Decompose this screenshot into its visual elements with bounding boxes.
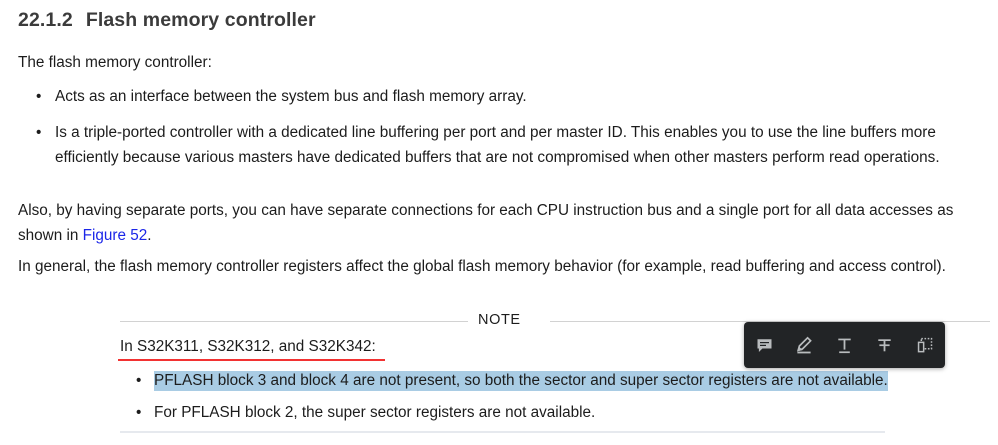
snapshot-button[interactable] [910,329,940,361]
list-item-text: Acts as an interface between the system … [55,88,527,105]
intro-paragraph: The flash memory controller: [18,54,212,71]
list-item: • For PFLASH block 2, the super sector r… [136,400,990,425]
note-lead-label: In S32K311, S32K312, and S32K342: [120,338,376,355]
bullet-glyph: • [136,404,142,421]
page-title: 22.1.2 Flash memory controller [18,9,316,32]
figure-52-link[interactable]: Figure 52 [82,227,148,244]
list-item: • Is a triple-ported controller with a d… [36,120,970,170]
list-item-text: For PFLASH block 2, the super sector reg… [154,404,596,421]
underline-button[interactable] [829,329,859,361]
list-item: • Acts as an interface between the syste… [36,84,527,109]
note-rule-right [550,321,990,322]
list-item-text: Is a triple-ported controller with a ded… [55,124,940,166]
list-item: • PFLASH block 3 and block 4 are not pre… [136,368,990,393]
note-label: NOTE [478,312,521,328]
annotation-toolbar[interactable] [744,322,945,368]
paragraph-also-text-before: Also, by having separate ports, you can … [18,202,954,244]
section-title: Flash memory controller [85,9,316,31]
underline-icon [835,336,854,355]
note-lead-text: In S32K311, S32K312, and S32K342: [118,335,385,361]
section-number: 22.1.2 [18,9,73,31]
bottom-divider [120,431,885,433]
note-divider: NOTE [120,312,990,330]
highlight-icon [794,335,814,355]
intro-bullet-list-item-1: • Acts as an interface between the syste… [36,84,527,109]
strikethrough-button[interactable] [870,329,900,361]
snapshot-icon [915,336,934,355]
note-block: NOTE In S32K311, S32K312, and S32K342: •… [118,312,990,421]
intro-bullet-list-item-2: • Is a triple-ported controller with a d… [36,120,970,170]
highlight-button[interactable] [789,329,819,361]
strikethrough-icon [875,336,894,355]
add-note-icon [755,336,774,355]
note-rule-left [120,321,468,322]
paragraph-general: In general, the flash memory controller … [18,258,946,275]
bullet-glyph: • [136,372,142,389]
note-bullet-list: • PFLASH block 3 and block 4 are not pre… [136,368,990,425]
paragraph-also-text-after: . [147,227,152,244]
list-item-text: PFLASH block 3 and block 4 are not prese… [154,368,990,393]
highlighted-text: PFLASH block 3 and block 4 are not prese… [154,371,888,391]
red-underline-annotation [118,358,385,361]
bullet-glyph: • [36,124,42,141]
paragraph-also: Also, by having separate ports, you can … [18,198,980,248]
add-note-button[interactable] [749,329,779,361]
bullet-glyph: • [36,88,42,105]
